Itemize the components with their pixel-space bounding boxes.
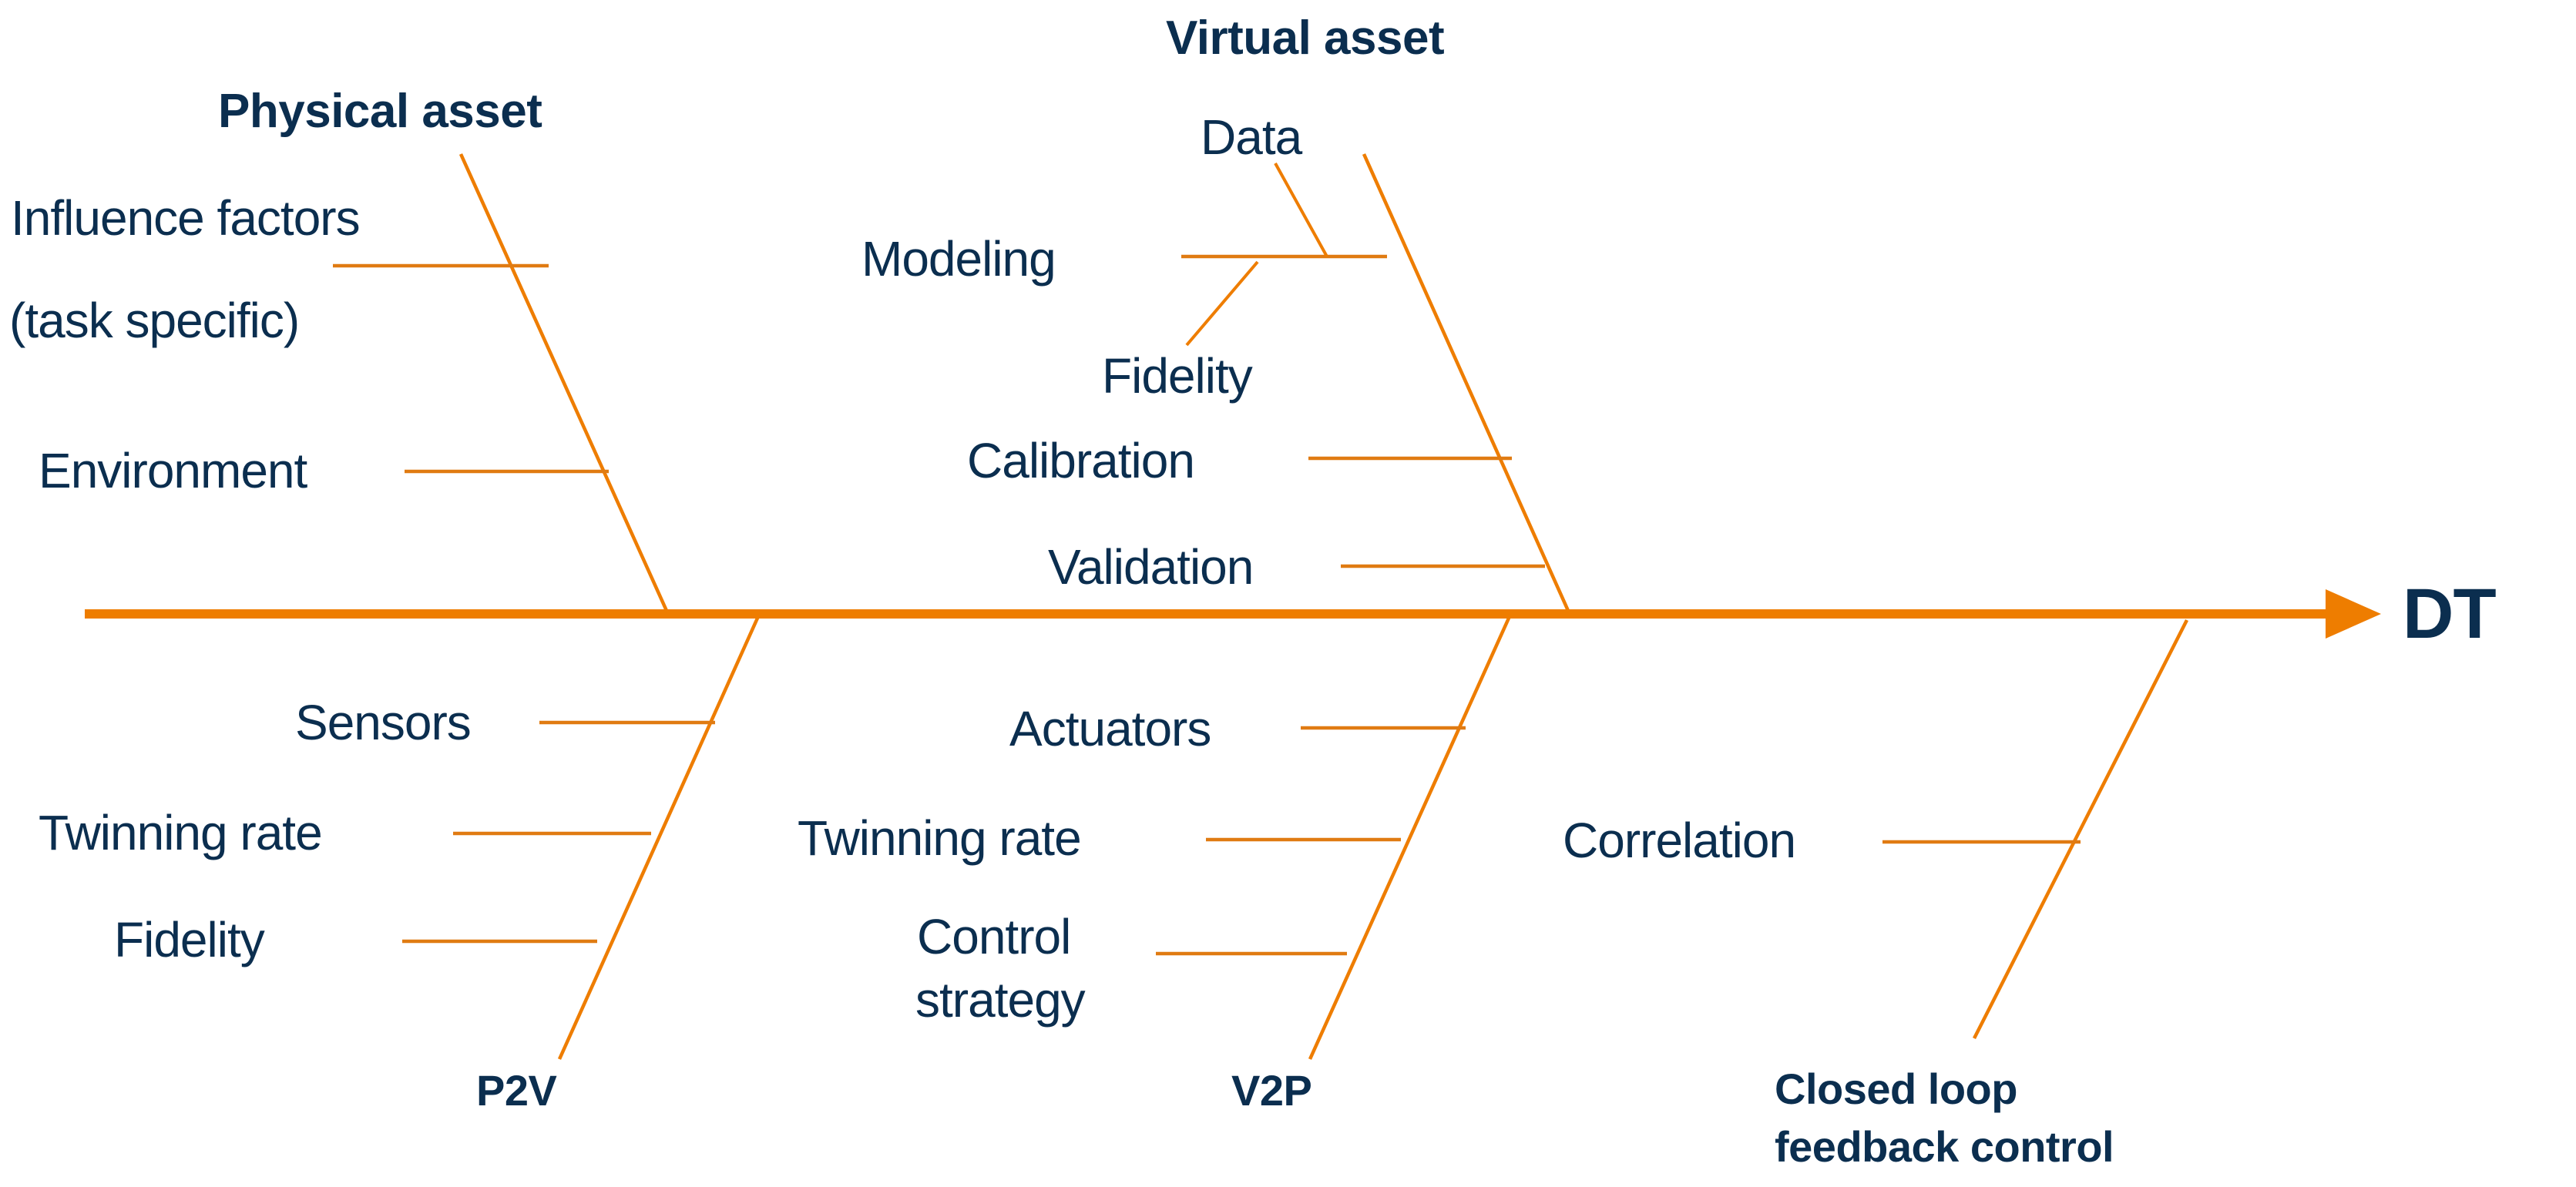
category-title-virtual-asset: Virtual asset <box>1166 12 1444 65</box>
rib-virtual-asset <box>1362 153 1571 613</box>
cause-label-calibration: Calibration <box>967 433 1194 488</box>
category-title-closed-loop-line2: feedback control <box>1775 1122 2114 1171</box>
cause-label-fidelity-p2v: Fidelity <box>114 912 265 967</box>
cause-label-modeling: Modeling <box>861 231 1056 287</box>
category-title-closed-loop-line1: Closed loop <box>1775 1065 2017 1113</box>
cause-label-validation: Validation <box>1048 539 1253 595</box>
head-label-dt: DT <box>2403 575 2496 653</box>
rib-v2p <box>1308 614 1513 1060</box>
subtwig-data <box>1274 163 1328 257</box>
category-title-physical-asset: Physical asset <box>218 85 542 138</box>
spine-arrow-head <box>2326 589 2381 639</box>
rib-physical-asset <box>458 153 670 613</box>
category-title-p2v: P2V <box>476 1066 556 1115</box>
cause-label-control: Control <box>917 909 1070 964</box>
cause-label-actuators: Actuators <box>1009 701 1211 756</box>
cause-label-influence-factors: Influence factors <box>11 190 360 246</box>
category-physical-asset: Physical asset Influence factors (task s… <box>9 85 670 613</box>
cause-label-twinning-rate-v2p: Twinning rate <box>798 810 1081 866</box>
cause-label-task-specific: (task specific) <box>9 293 299 348</box>
subcause-label-data: Data <box>1201 109 1303 165</box>
cause-label-environment: Environment <box>39 443 308 498</box>
category-closed-loop-feedback-control: Closed loop feedback control Correlation <box>1563 619 2189 1171</box>
main-spine-group <box>85 589 2381 639</box>
cause-label-twinning-rate-p2v: Twinning rate <box>39 805 322 860</box>
category-virtual-asset: Virtual asset Modeling Data Fidelity Cal… <box>861 12 1571 613</box>
subtwig-fidelity-virtual <box>1185 260 1259 347</box>
category-v2p: V2P Actuators Twinning rate Control stra… <box>798 614 1513 1115</box>
cause-label-sensors: Sensors <box>295 695 471 750</box>
rib-p2v <box>557 614 761 1060</box>
category-title-v2p: V2P <box>1231 1066 1312 1115</box>
category-p2v: P2V Sensors Twinning rate Fidelity <box>39 614 761 1115</box>
cause-label-correlation: Correlation <box>1563 813 1795 868</box>
cause-label-strategy: strategy <box>915 972 1086 1028</box>
subcause-label-fidelity-virtual: Fidelity <box>1102 348 1253 404</box>
rib-closed-loop-feedback-control <box>1972 619 2189 1040</box>
